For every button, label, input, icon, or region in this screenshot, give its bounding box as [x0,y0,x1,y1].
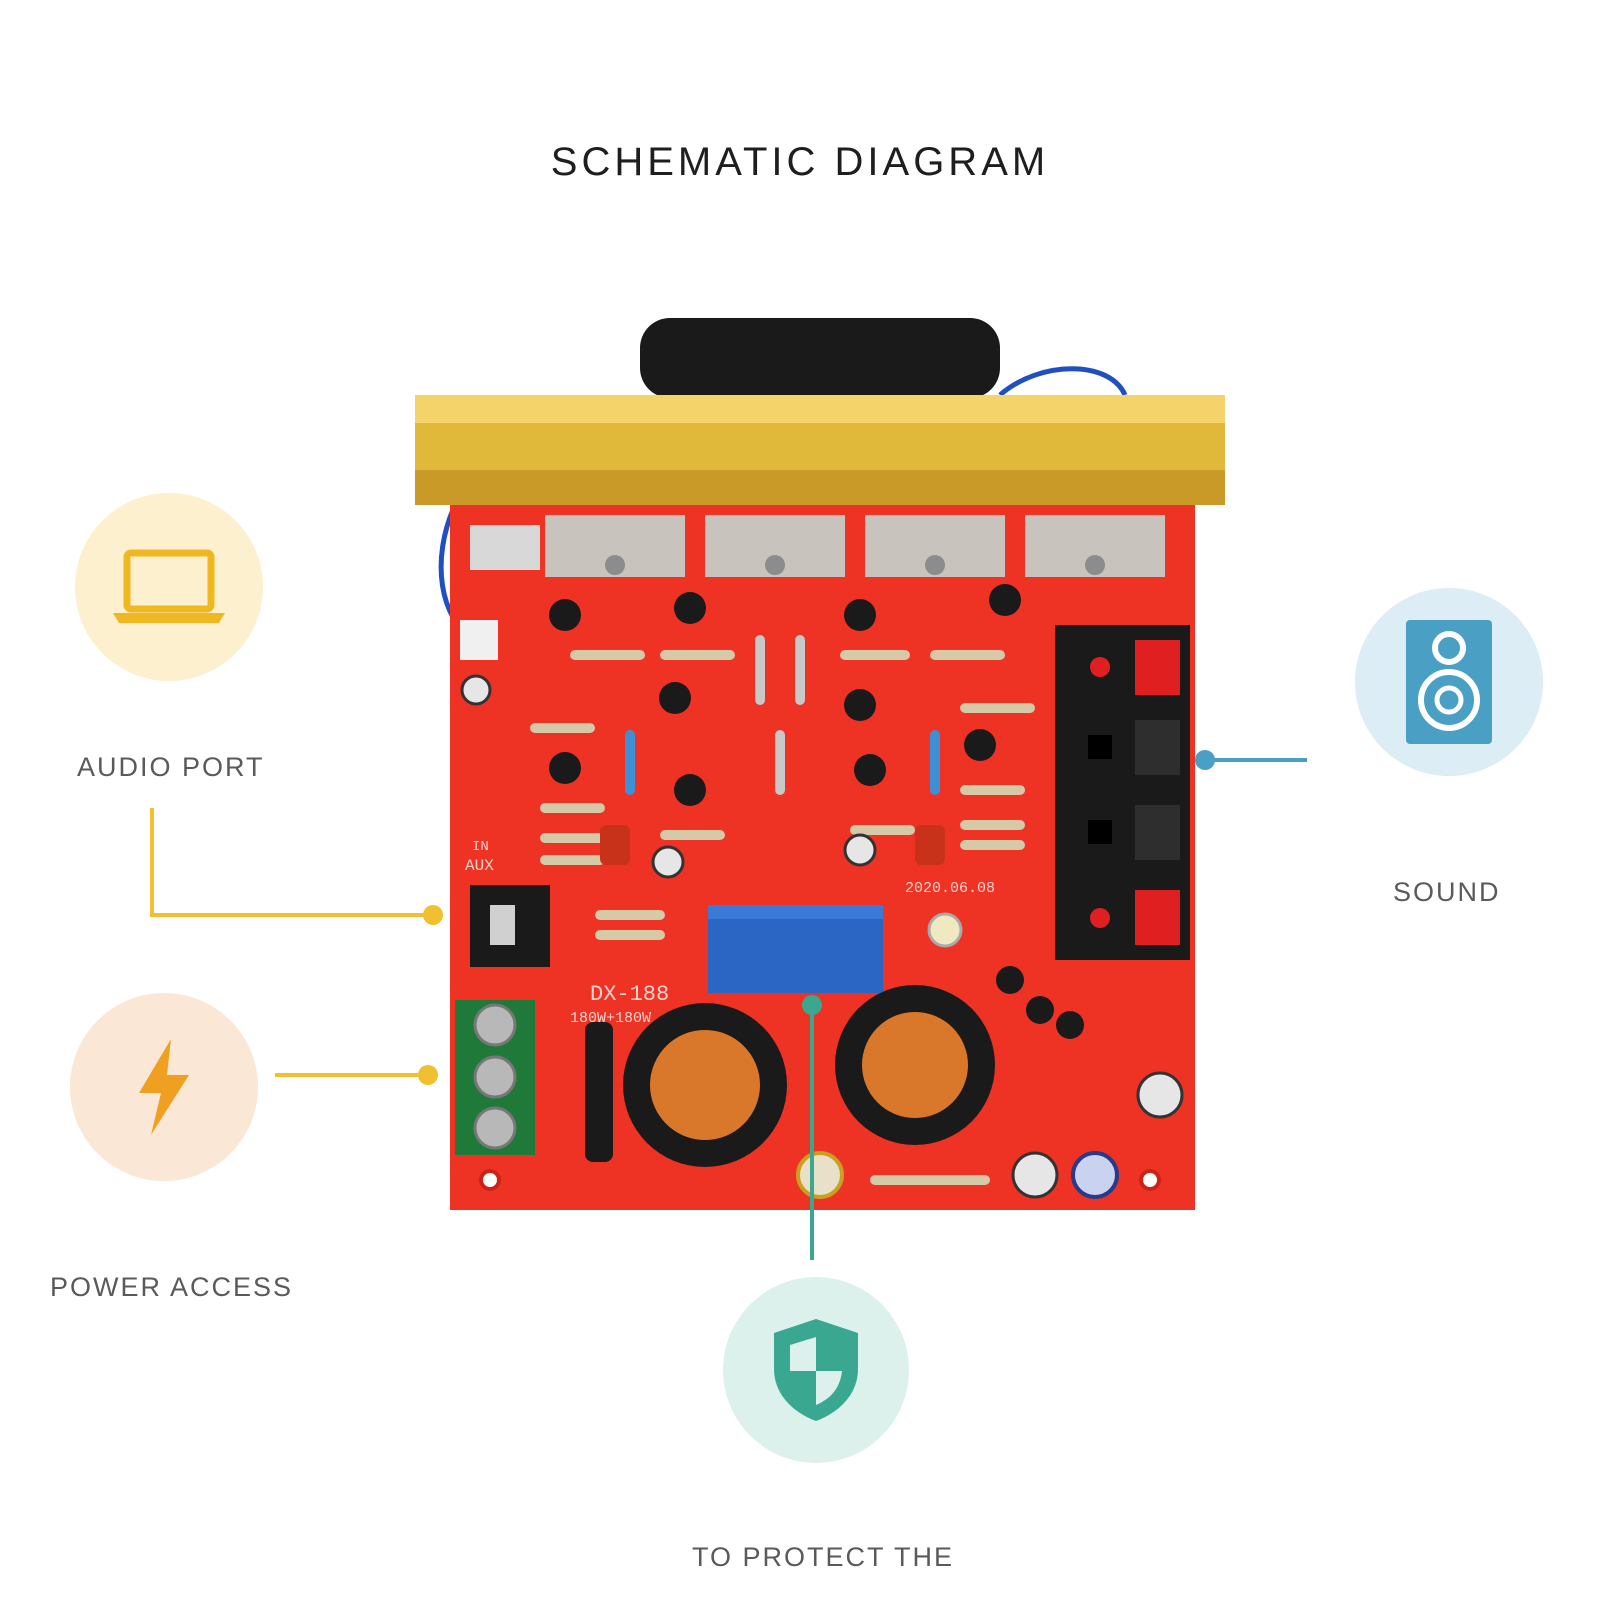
lightning-icon [139,1039,189,1135]
board-date: 2020.06.08 [905,880,995,897]
bridge-component [585,1022,613,1162]
audio-port-line [150,808,433,917]
page-title: SCHEMATIC DIAGRAM [550,140,1050,184]
laptop-icon [113,549,225,623]
board-rating: 180W+180W [570,1010,651,1027]
power-access-label: POWER ACCESS [50,1272,294,1302]
sound-dot [1195,750,1215,770]
small-transistors [549,584,1084,1039]
board-aux-label: AUX [465,857,494,875]
audio-port-circle [75,493,263,681]
aux-jack [470,885,550,967]
blue-resistors [625,730,940,795]
mounting-holes [479,1169,1161,1191]
protect-dot [802,995,822,1015]
resistors [530,650,1035,1185]
film-capacitors [600,825,945,865]
protect-circle [723,1277,909,1463]
power-access-dot [418,1065,438,1085]
board-in-label: IN [472,839,489,855]
audio-port-dot [423,905,443,925]
fan-wire [998,366,1128,397]
audio-port-label: AUDIO PORT [77,752,265,782]
speaker-icon [1406,620,1492,744]
power-transistors [470,515,1165,577]
board-model: DX-188 [590,982,669,1007]
protect-label: TO PROTECT THE [692,1542,955,1572]
power-access-circle [70,993,258,1181]
relay [708,905,883,993]
filter-capacitors [623,985,995,1167]
sound-label: SOUND [1393,877,1501,907]
power-terminal [455,1000,535,1155]
shield-icon [774,1319,858,1421]
small-capacitors [460,674,1184,1199]
speaker-terminal [1055,625,1190,960]
fan-connector [460,620,498,660]
sound-circle [1355,588,1543,776]
vertical-resistors [755,635,805,795]
cooling-fan [640,318,1000,398]
